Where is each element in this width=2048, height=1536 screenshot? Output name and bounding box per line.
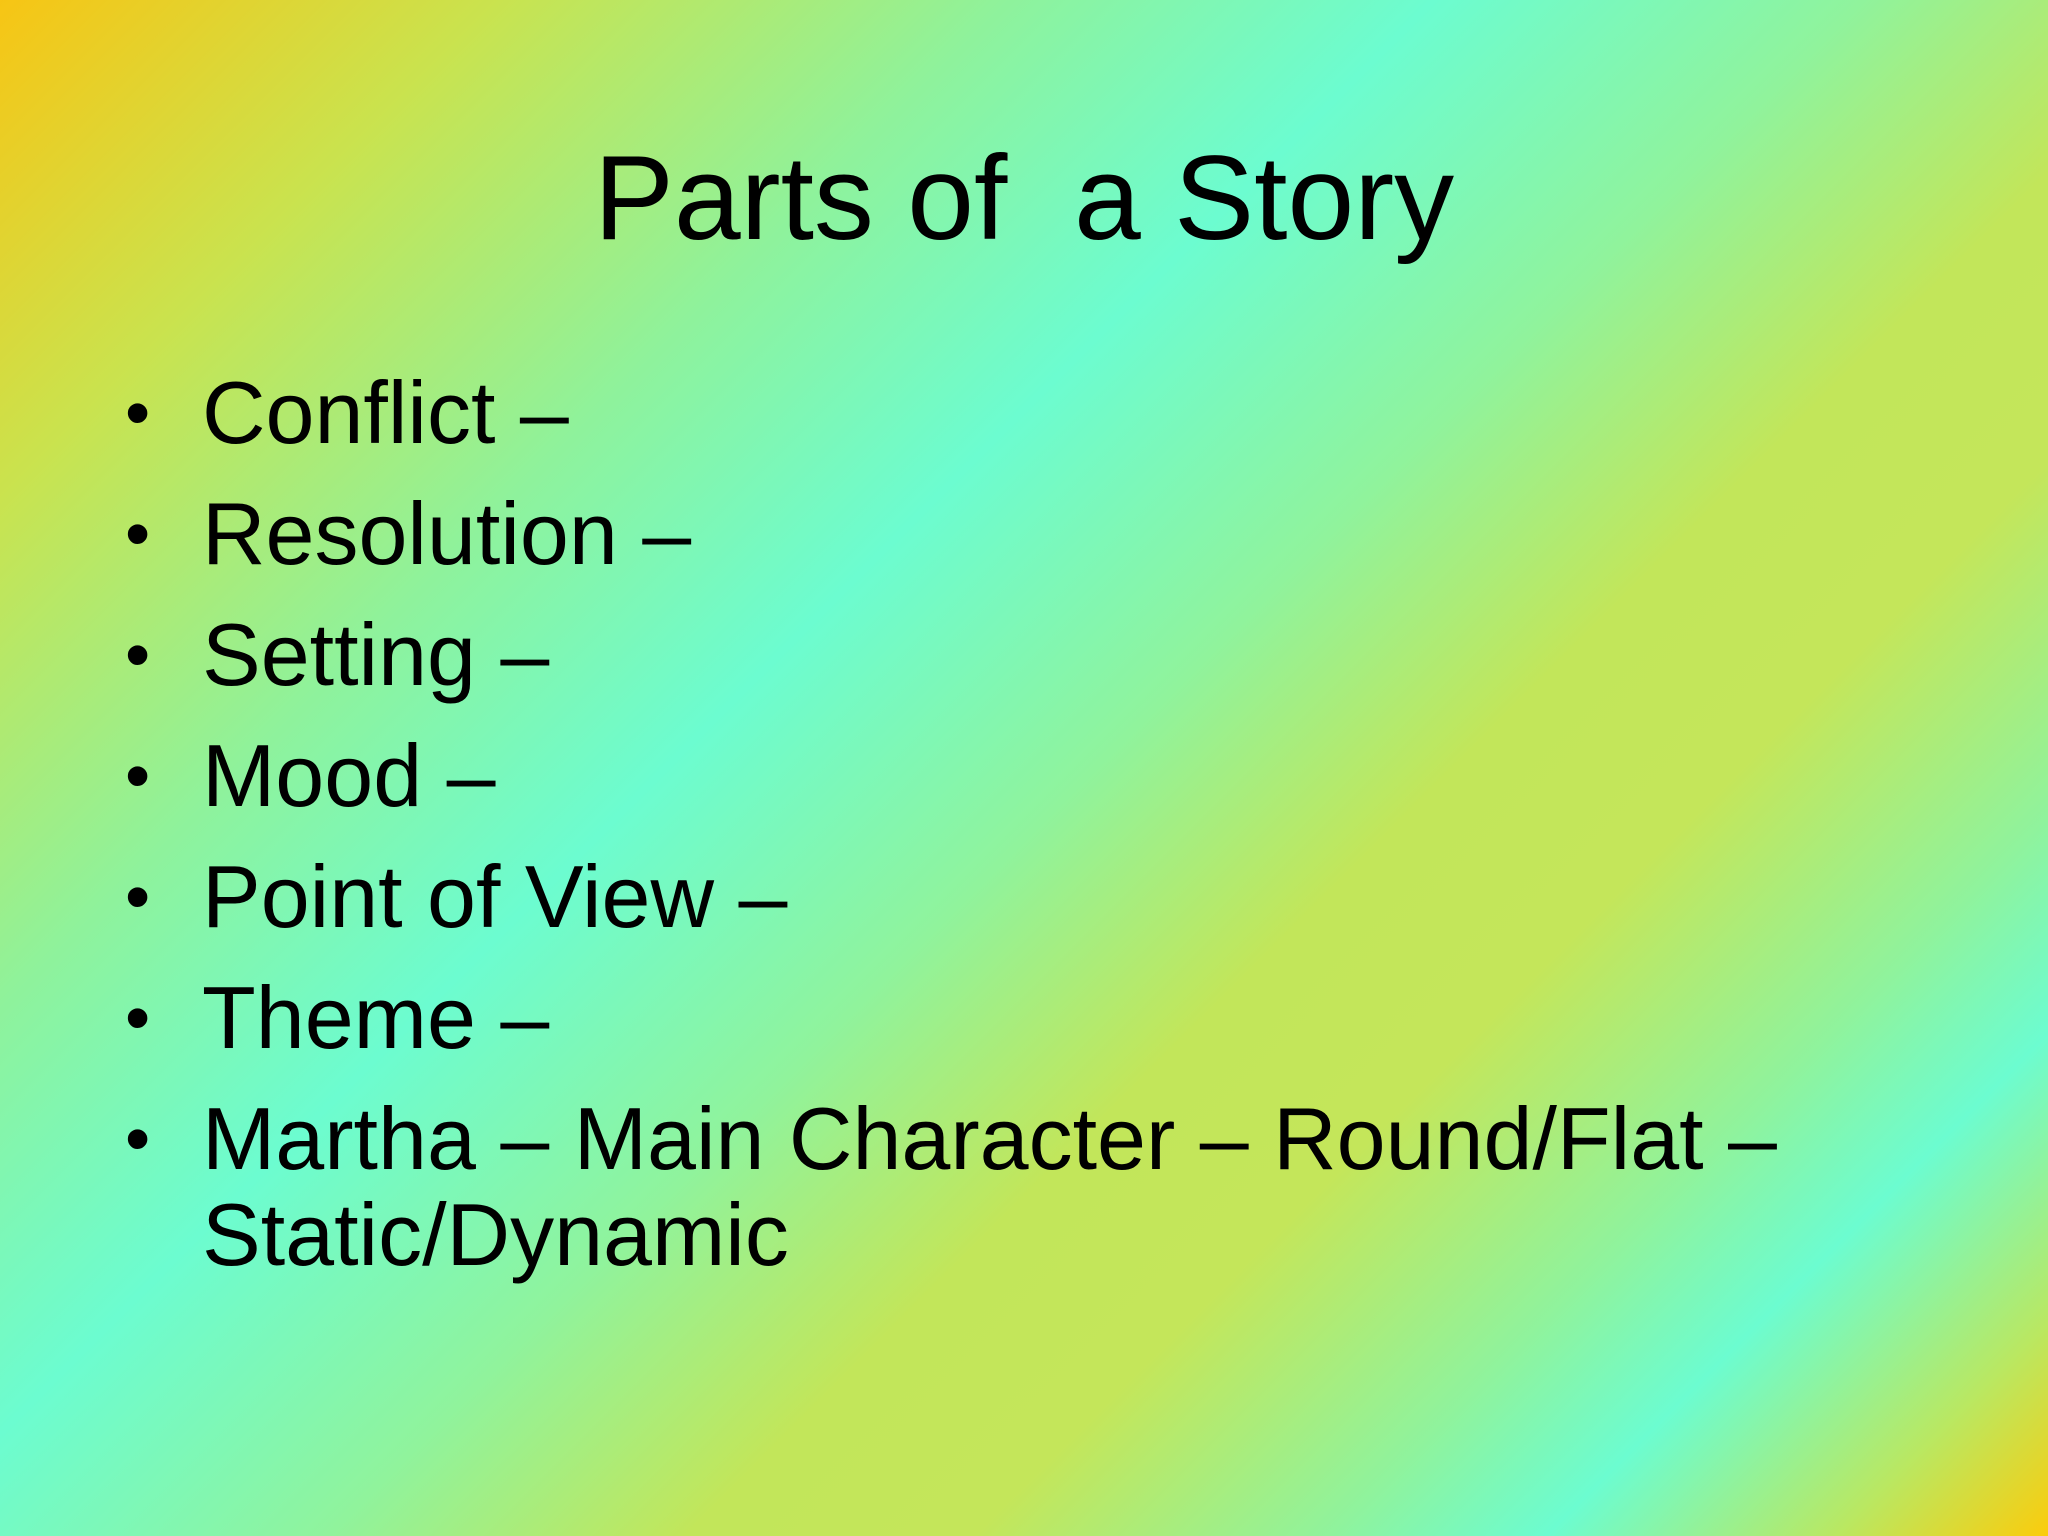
bullet-item-resolution: • Resolution – bbox=[120, 486, 1940, 582]
bullet-item-conflict: • Conflict – bbox=[120, 365, 1940, 461]
bullet-item-martha: • Martha – Main Character – Round/Flat –… bbox=[120, 1091, 1940, 1283]
bullet-text: Setting – bbox=[202, 605, 550, 704]
bullet-icon: • bbox=[125, 857, 151, 937]
bullet-icon: • bbox=[125, 736, 151, 816]
slide-title: Parts of a Story bbox=[593, 131, 1455, 265]
bullet-icon: • bbox=[125, 978, 151, 1058]
bullet-text: Conflict – bbox=[202, 363, 569, 462]
bullet-icon: • bbox=[125, 1099, 151, 1179]
bullet-text: Point of View – bbox=[202, 847, 788, 946]
bullet-text: Martha – Main Character – Round/Flat – S… bbox=[202, 1089, 1777, 1284]
bullet-text: Mood – bbox=[202, 726, 496, 825]
bullet-list: • Conflict – • Resolution – • Setting – … bbox=[120, 365, 1940, 1308]
bullet-icon: • bbox=[125, 615, 151, 695]
bullet-icon: • bbox=[125, 373, 151, 453]
bullet-item-theme: • Theme – bbox=[120, 970, 1940, 1066]
bullet-text: Resolution – bbox=[202, 484, 692, 583]
bullet-text: Theme – bbox=[202, 968, 550, 1067]
bullet-item-point-of-view: • Point of View – bbox=[120, 849, 1940, 945]
bullet-item-setting: • Setting – bbox=[120, 607, 1940, 703]
bullet-item-mood: • Mood – bbox=[120, 728, 1940, 824]
bullet-icon: • bbox=[125, 494, 151, 574]
